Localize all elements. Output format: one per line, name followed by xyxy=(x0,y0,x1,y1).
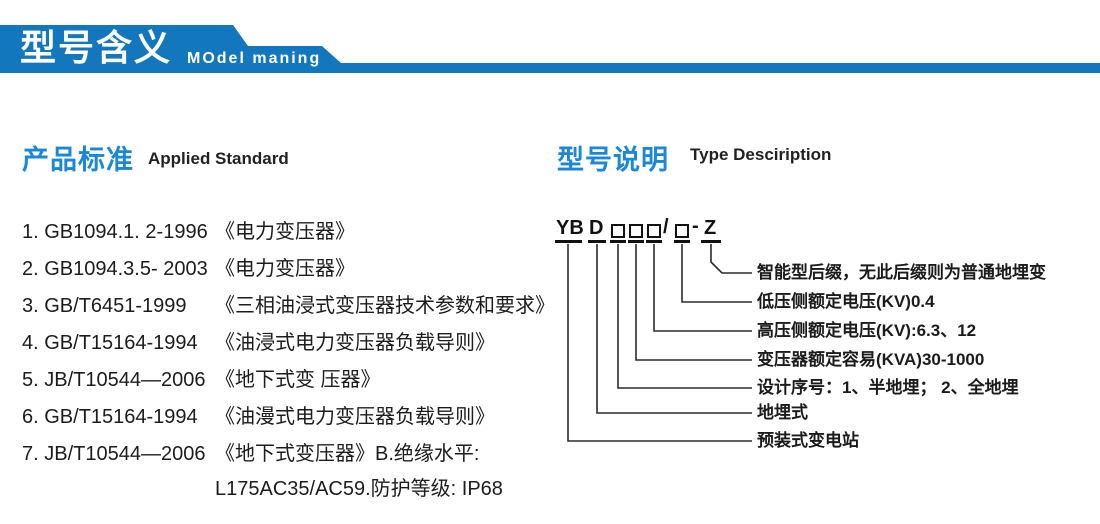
standard-code: 5. JB/T10544—2006 xyxy=(22,369,206,391)
standard-name: L175AC35/AC59.防护等级: IP68 xyxy=(215,478,503,500)
standard-code: 1. GB1094.1. 2-1996 xyxy=(22,221,208,243)
standard-name: 《地下式变压器》B.绝缘水平: xyxy=(215,443,480,465)
code-underline xyxy=(674,240,690,243)
diagram-label-buried-type: 地埋式 xyxy=(757,403,808,422)
standard-code: 2. GB1094.3.5- 2003 xyxy=(22,258,208,280)
code-underline xyxy=(555,240,582,243)
standards-title-en: Applied Standard xyxy=(148,149,289,168)
diagram-label-suffix: 智能型后缀，无此后缀则为普通地埋变 xyxy=(757,263,1046,282)
code-box-4 xyxy=(675,224,689,238)
standard-code: 3. GB/T6451-1999 xyxy=(22,295,187,317)
code-dash: - xyxy=(692,215,699,237)
standard-name: 《地下式变 压器》 xyxy=(215,369,381,391)
standard-row: 5. JB/T10544—2006 《地下式变 压器》 xyxy=(22,368,562,392)
code-underline xyxy=(588,240,606,243)
code-box-1 xyxy=(611,224,625,238)
standard-name: 《电力变压器》 xyxy=(215,258,355,280)
type-title-en: Type Desciription xyxy=(690,145,832,164)
code-box-3 xyxy=(647,224,661,238)
code-underline xyxy=(646,240,662,243)
connector-lines xyxy=(567,244,752,442)
standard-code: 7. JB/T10544—2006 xyxy=(22,443,206,465)
diagram-label-design-serial: 设计序号：1、半地埋； 2、全地埋 xyxy=(757,378,1019,397)
standard-code: 4. GB/T15164-1994 xyxy=(22,332,198,354)
code-prefix: YB xyxy=(556,217,584,239)
standard-code xyxy=(22,477,215,501)
standard-name: 《三相油浸式变压器技术参数和要求》 xyxy=(215,295,555,317)
code-underline xyxy=(628,240,644,243)
standard-row: 3. GB/T6451-1999 《三相油浸式变压器技术参数和要求》 xyxy=(22,294,562,318)
code-underline xyxy=(701,240,721,243)
code-box-2 xyxy=(629,224,643,238)
standard-row: 7. JB/T10544—2006 《地下式变压器》B.绝缘水平: xyxy=(22,442,562,466)
page-title: 型号含义 xyxy=(20,27,173,68)
diagram-label-prefab-substation: 预装式变电站 xyxy=(757,431,859,450)
page-subtitle: MOdel maning xyxy=(187,50,322,67)
diagram-label-capacity: 变压器额定容易(KVA)30-1000 xyxy=(757,350,985,369)
standard-code: 6. GB/T15164-1994 xyxy=(22,406,198,428)
diagram-label-hv-voltage: 高压侧额定电压(KV):6.3、12 xyxy=(757,321,977,340)
code-type-letter: D xyxy=(589,217,604,239)
standard-name: 《电力变压器》 xyxy=(215,221,355,243)
standard-name: 《油浸式电力变压器负载导则》 xyxy=(215,332,495,354)
standard-row: 6. GB/T15164-1994 《油漫式电力变压器负载导则》 xyxy=(22,405,562,429)
code-underline xyxy=(610,240,626,243)
diagram-label-lv-voltage: 低压侧额定电压(KV)0.4 xyxy=(757,292,935,311)
code-slash: / xyxy=(663,216,669,238)
standard-name: 《油漫式电力变压器负载导则》 xyxy=(215,406,495,428)
standard-row-continuation: L175AC35/AC59.防护等级: IP68 xyxy=(22,477,562,501)
standard-row: 2. GB1094.3.5- 2003 《电力变压器》 xyxy=(22,257,562,281)
standard-row: 1. GB1094.1. 2-1996 《电力变压器》 xyxy=(22,220,562,244)
standards-title: 产品标准 xyxy=(22,145,134,175)
code-suffix: Z xyxy=(704,217,717,239)
standard-row: 4. GB/T15164-1994 《油浸式电力变压器负载导则》 xyxy=(22,331,562,355)
type-title: 型号说明 xyxy=(557,145,669,175)
